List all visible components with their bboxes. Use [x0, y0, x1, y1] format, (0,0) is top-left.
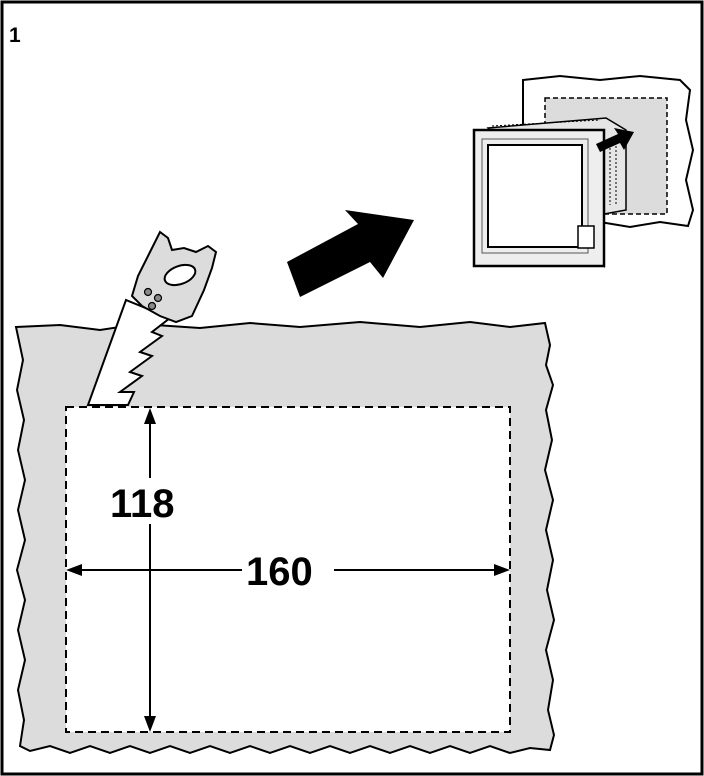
- insert-arrow-icon: [596, 128, 634, 152]
- saw-rivet: [147, 301, 157, 311]
- saw-icon: [86, 230, 218, 406]
- saw-rivet: [143, 287, 153, 297]
- saw-rivet: [153, 293, 163, 303]
- arrow-icon: [287, 210, 414, 297]
- saw-handle-grip: [163, 263, 197, 287]
- device-inner-frame: [481, 138, 589, 254]
- saw-blade: [86, 298, 172, 406]
- hmi-device-icon: [472, 74, 695, 269]
- height-label-bg: [108, 478, 192, 524]
- width-dimension-label: 160: [246, 550, 313, 594]
- device-screen: [487, 144, 583, 248]
- step-number: 1: [9, 24, 21, 47]
- width-label-bg: [242, 548, 334, 590]
- height-dimension-label: 118: [110, 482, 175, 526]
- device-clip: [577, 225, 595, 249]
